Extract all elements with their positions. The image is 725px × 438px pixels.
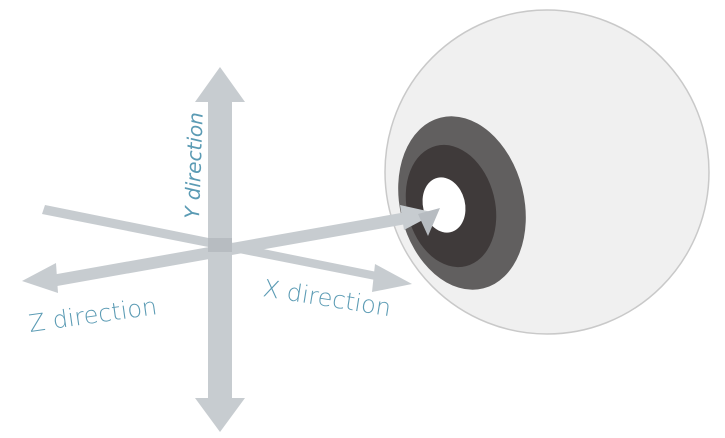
- eyeball: [384, 9, 710, 335]
- z-direction-label: Z direction: [27, 292, 159, 338]
- axes: [22, 67, 440, 432]
- y-direction-label: Y direction: [180, 112, 208, 219]
- y-axis-arrow: [195, 67, 245, 432]
